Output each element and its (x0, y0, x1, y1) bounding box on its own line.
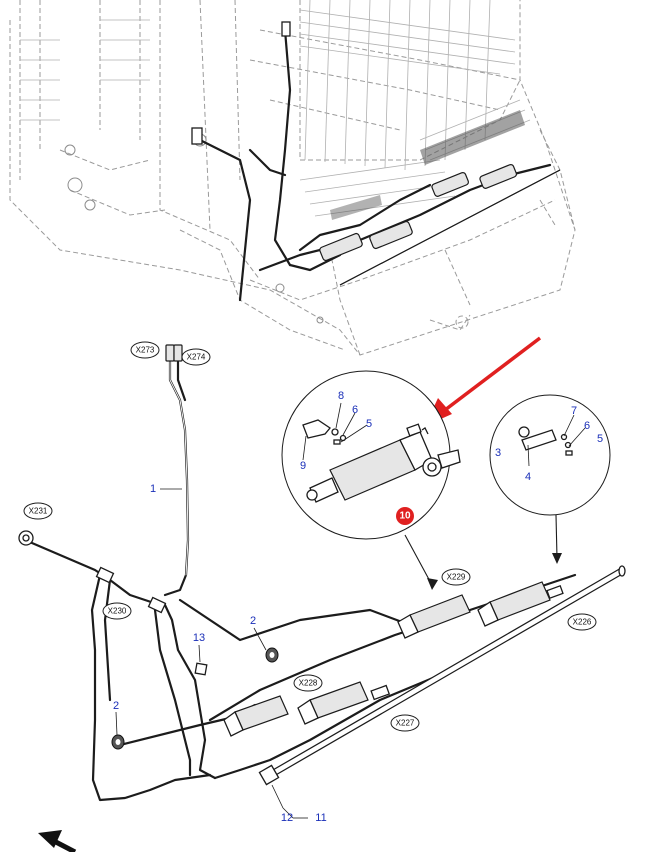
callout-7: 7 (571, 405, 577, 417)
svg-text:X274: X274 (187, 353, 206, 362)
svg-text:X231: X231 (29, 507, 48, 516)
connector-label-x226: X226 (567, 613, 597, 631)
svg-text:X230: X230 (108, 607, 127, 616)
callout-2-lower: 2 (113, 700, 119, 712)
loose-parts (111, 627, 279, 750)
connector-label-x227: X227 (390, 714, 420, 732)
svg-text:X226: X226 (573, 618, 592, 627)
connector-label-x274: X274 (181, 348, 211, 366)
connector-label-x273: X273 (130, 341, 160, 359)
callout-13: 13 (193, 632, 205, 644)
callout-2-upper: 2 (250, 615, 256, 627)
callout-3: 3 (495, 447, 501, 459)
callout-6-right: 6 (584, 420, 590, 432)
callout-9: 9 (300, 460, 306, 472)
callout-10-highlighted: 10 (396, 507, 414, 525)
callout-5-right: 5 (597, 433, 603, 445)
callout-5-left: 5 (366, 418, 372, 430)
svg-text:X273: X273 (136, 346, 155, 355)
callout-6-left: 6 (352, 404, 358, 416)
connector-label-x231: X231 (23, 502, 53, 520)
detail-view-bracket (489, 394, 611, 516)
bottom-leaders (160, 488, 308, 819)
top-harness (191, 21, 561, 302)
connector-label-x228: X228 (293, 674, 323, 692)
callout-4: 4 (525, 471, 531, 483)
detail-view-actuator (281, 370, 461, 540)
connector-label-x230: X230 (102, 602, 132, 620)
callout-11: 11 (315, 812, 326, 824)
svg-text:X227: X227 (396, 719, 415, 728)
svg-text:X228: X228 (299, 679, 318, 688)
svg-text:X229: X229 (447, 573, 466, 582)
connector-label-x229: X229 (441, 568, 471, 586)
orientation-arrow-icon (38, 830, 77, 852)
callout-12: 12 (281, 812, 293, 824)
detail-leaders (404, 514, 562, 590)
shafts (258, 565, 626, 786)
callout-1: 1 (150, 483, 156, 495)
callout-8: 8 (338, 390, 344, 402)
actuators (223, 581, 564, 737)
svg-text:10: 10 (399, 511, 411, 522)
machine-frame (9, 0, 576, 356)
